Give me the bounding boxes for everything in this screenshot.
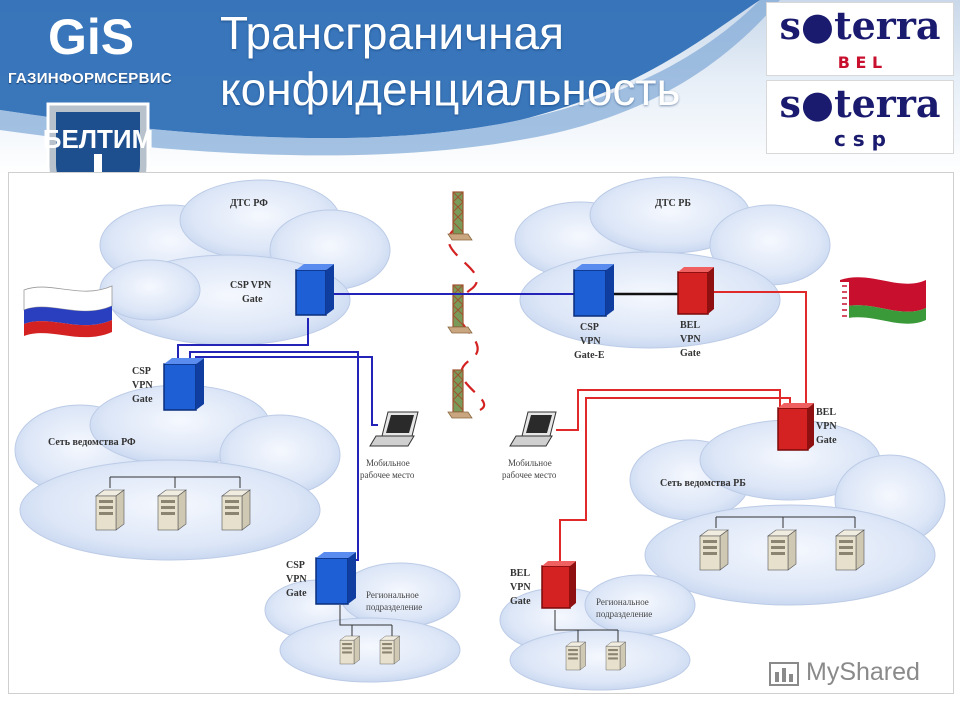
sterra-csp-logo: s●terra c s p bbox=[766, 80, 954, 154]
myshared-icon bbox=[769, 662, 799, 686]
label-net-rf: Сеть ведомства РФ bbox=[48, 437, 136, 448]
regional-left-tree bbox=[339, 605, 393, 636]
server-icon bbox=[379, 635, 400, 665]
label-bel-gate-regional-1: BEL bbox=[510, 568, 530, 579]
laptop-icon bbox=[509, 411, 557, 447]
rb-server-tree bbox=[715, 516, 856, 528]
beltim-logo-text: БЕЛТИМ bbox=[43, 124, 154, 154]
label-regional-left-2: подразделение bbox=[366, 602, 422, 612]
label-gate-e-3: Gate-E bbox=[574, 350, 605, 361]
company-name: ГАЗИНФОРМСЕРВИС bbox=[8, 70, 172, 87]
cloud-regional-right bbox=[499, 574, 696, 691]
label-mobile-right-1: Мобильное bbox=[508, 458, 552, 468]
label-bel-gate-regional-2: VPN bbox=[510, 582, 531, 593]
radio-tower-icon bbox=[447, 369, 473, 419]
bel-gate-top[interactable] bbox=[677, 267, 714, 315]
radio-link bbox=[447, 224, 486, 411]
server-icon bbox=[95, 489, 125, 531]
csp-gate-top[interactable] bbox=[295, 264, 334, 316]
server-icon bbox=[221, 489, 251, 531]
label-csp-gate-regional-1: CSP bbox=[286, 560, 305, 571]
header-swoosh bbox=[0, 0, 780, 156]
server-icon bbox=[565, 641, 586, 671]
server-icon bbox=[699, 529, 729, 571]
cloud-dts-rf bbox=[99, 179, 391, 346]
page-title-line2: конфиденциальность bbox=[220, 63, 681, 115]
csp-gate-left[interactable] bbox=[163, 358, 204, 411]
bel-gate-regional[interactable] bbox=[541, 561, 576, 609]
gis-logo-text: GiS bbox=[48, 9, 134, 64]
sterra-bel-word: s●terra bbox=[779, 3, 941, 48]
label-gate-e-2: VPN bbox=[580, 336, 601, 347]
gis-logo: GiS bbox=[48, 9, 134, 64]
regional-right-tree bbox=[554, 610, 619, 642]
server-icon bbox=[157, 489, 187, 531]
label-bel-gate-right-3: Gate bbox=[816, 435, 837, 446]
sterra-bel-sub: B E L bbox=[837, 53, 883, 72]
bel-links bbox=[556, 291, 807, 565]
label-csp-gate-left-2: VPN bbox=[132, 380, 153, 391]
server-icon bbox=[835, 529, 865, 571]
label-csp-gate-top-2: Gate bbox=[242, 294, 263, 305]
label-regional-right-1: Региональное bbox=[596, 597, 649, 607]
label-dts-rb: ДТС РБ bbox=[655, 198, 691, 209]
csp-gate-e[interactable] bbox=[573, 264, 614, 317]
bel-gate-right[interactable] bbox=[777, 403, 814, 451]
belarus-flag-icon bbox=[840, 277, 926, 324]
csp-gate-regional[interactable] bbox=[315, 552, 356, 605]
rf-server-tree bbox=[109, 476, 241, 488]
label-regional-right-2: подразделение bbox=[596, 609, 652, 619]
label-bel-gate-right-2: VPN bbox=[816, 421, 837, 432]
label-csp-gate-left-3: Gate bbox=[132, 394, 153, 405]
label-mobile-right-2: рабочее место bbox=[502, 470, 557, 480]
label-bel-gate-regional-3: Gate bbox=[510, 596, 531, 607]
label-mobile-left-1: Мобильное bbox=[366, 458, 410, 468]
label-mobile-left-2: рабочее место bbox=[360, 470, 415, 480]
label-bel-gate-top-2: VPN bbox=[680, 334, 701, 345]
russia-flag-icon bbox=[23, 285, 113, 338]
label-csp-gate-left-1: CSP bbox=[132, 366, 151, 377]
label-net-rb: Сеть ведомства РБ bbox=[660, 478, 746, 489]
server-icon bbox=[767, 529, 797, 571]
sterra-bel-logo: s●terra B E L bbox=[766, 2, 954, 76]
label-bel-gate-top-3: Gate bbox=[680, 348, 701, 359]
cloud-regional-left bbox=[264, 562, 461, 683]
sterra-csp-word: s●terra bbox=[779, 81, 941, 126]
label-bel-gate-right-1: BEL bbox=[816, 407, 836, 418]
label-csp-gate-regional-2: VPN bbox=[286, 574, 307, 585]
cloud-net-rf bbox=[14, 384, 341, 561]
label-gate-e-1: CSP bbox=[580, 322, 599, 333]
server-icon bbox=[605, 641, 626, 671]
laptop-icon bbox=[369, 411, 419, 447]
watermark-text: MyShared bbox=[806, 658, 920, 686]
label-bel-gate-top-1: BEL bbox=[680, 320, 700, 331]
label-csp-gate-top-1: CSP VPN bbox=[230, 280, 272, 291]
label-dts-rf: ДТС РФ bbox=[230, 198, 268, 209]
server-icon bbox=[339, 635, 360, 665]
page-title-line1: Трансграничная bbox=[220, 7, 564, 59]
sterra-csp-sub: c s p bbox=[833, 127, 886, 151]
label-csp-gate-regional-3: Gate bbox=[286, 588, 307, 599]
label-regional-left-1: Региональное bbox=[366, 590, 419, 600]
